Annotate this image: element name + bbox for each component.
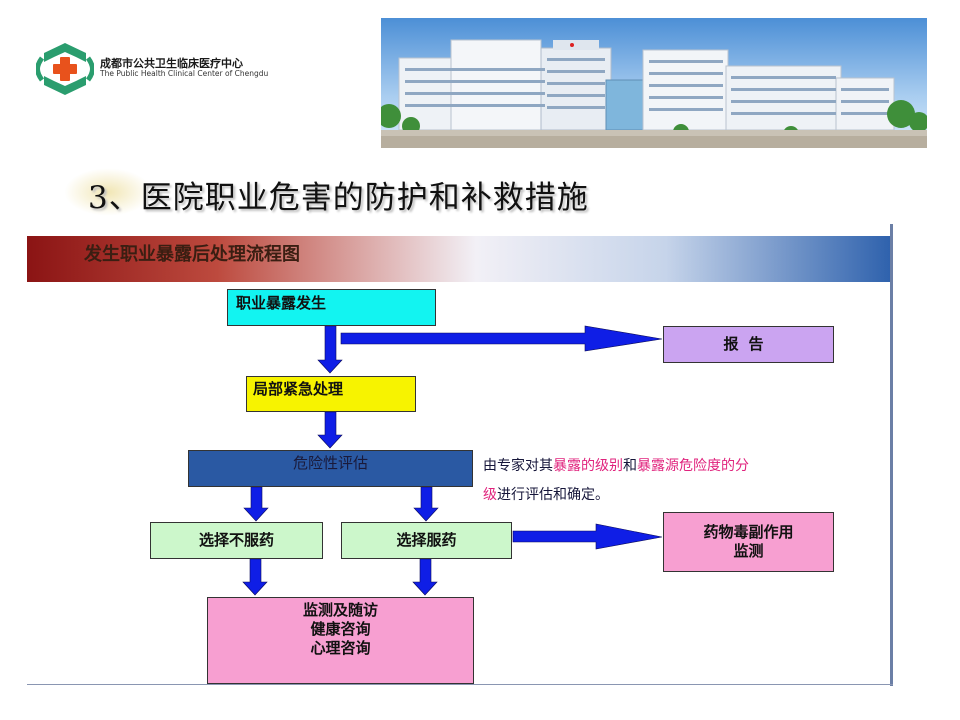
note-highlight-source-risk: 暴露源危险度的分级: [483, 458, 749, 503]
frame-bottom-border: [27, 684, 893, 685]
node-risk-assessment: 危险性评估: [188, 450, 473, 487]
note-highlight-exposure-level: 暴露的级别: [553, 458, 623, 474]
followup-line-3: 心理咨询: [310, 639, 371, 657]
node-exposure-occurs: 职业暴露发生: [227, 289, 436, 326]
org-name-cn: 成都市公共卫生临床医疗中心: [100, 57, 243, 70]
note-text-3: 进行评估和确定。: [497, 487, 609, 503]
node-no-medication: 选择不服药: [150, 522, 323, 559]
note-text-2: 和: [623, 458, 637, 474]
arrow-risk-to-med: [413, 486, 439, 522]
hospital-building-image: [381, 18, 927, 148]
drug-monitor-line-2: 监测: [733, 542, 764, 560]
note-text-1: 由专家对其: [483, 458, 553, 474]
node-report: 报告: [663, 326, 834, 363]
org-name-en: The Public Health Clinical Center of Che…: [100, 69, 269, 78]
node-local-emergency-treatment: 局部紧急处理: [246, 376, 416, 412]
node-medication: 选择服药: [341, 522, 512, 559]
drug-monitor-line-1: 药物毒副作用: [703, 523, 794, 541]
arrow-to-report: [340, 325, 663, 352]
arrow-occur-to-local: [317, 325, 343, 374]
title-glow: [64, 168, 152, 216]
followup-line-1: 监测及随访: [302, 601, 378, 619]
node-monitoring-and-followup: 监测及随访 健康咨询 心理咨询: [207, 597, 474, 684]
followup-line-2: 健康咨询: [310, 620, 371, 638]
arrow-med-to-drugmonitor: [512, 523, 663, 550]
frame-right-border: [890, 224, 893, 686]
arrow-med-to-followup: [412, 558, 438, 596]
arrow-risk-to-nomed: [243, 486, 269, 522]
hospital-logo-icon: [36, 43, 94, 95]
arrow-nomed-to-followup: [242, 558, 268, 596]
flowchart-banner: [27, 236, 890, 282]
assessment-note: 由专家对其暴露的级别和暴露源危险度的分级进行评估和确定。: [483, 452, 753, 510]
node-drug-side-effect-monitoring: 药物毒副作用 监测: [663, 512, 834, 572]
flowchart-title: 发生职业暴露后处理流程图: [84, 244, 300, 265]
slide-title: 3、医院职业危害的防护和补救措施: [88, 180, 589, 216]
arrow-local-to-risk: [317, 411, 343, 449]
